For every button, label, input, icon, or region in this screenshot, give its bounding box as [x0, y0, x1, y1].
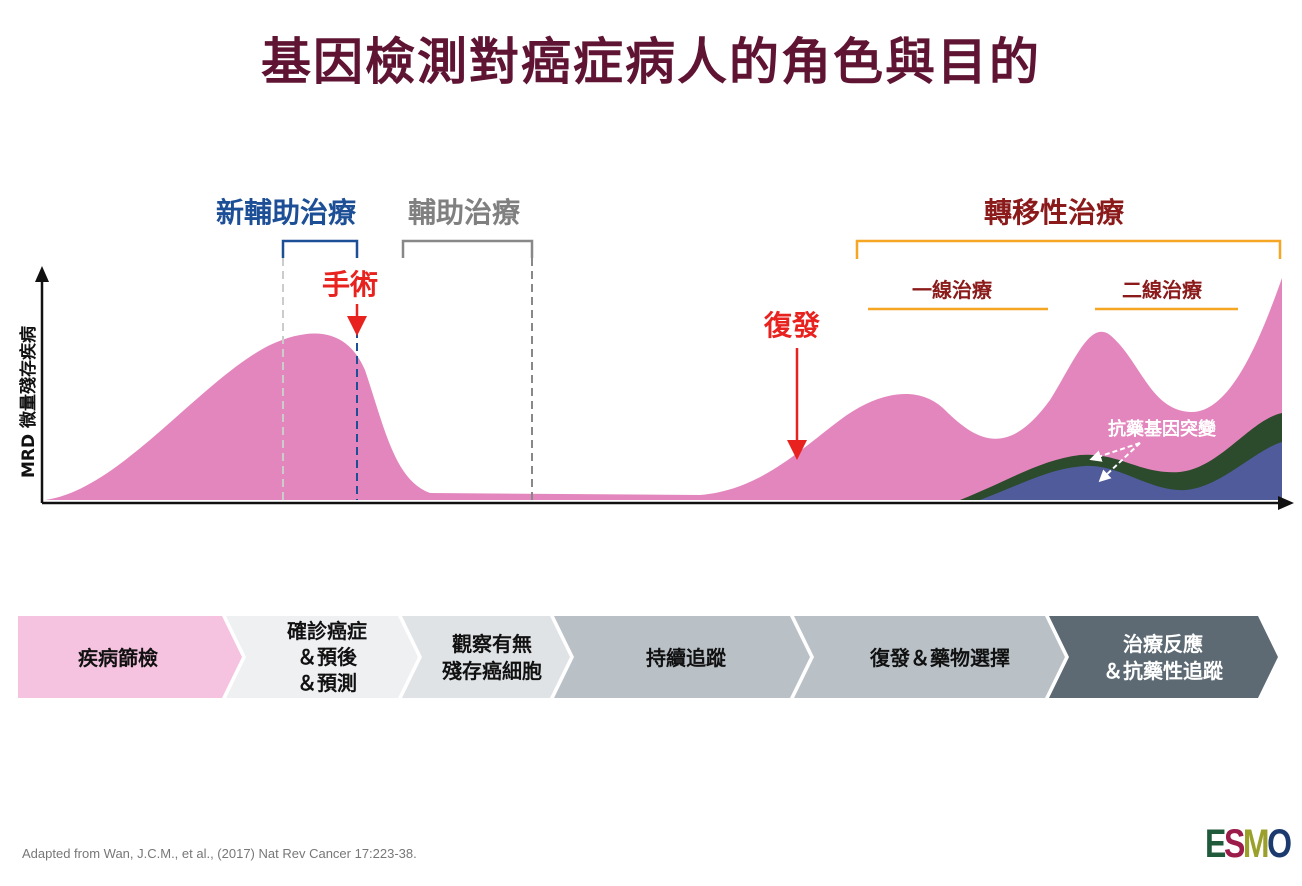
metastatic-bracket: [855, 239, 1282, 259]
timeline-step: [226, 616, 418, 698]
timeline-label: ＆預測: [297, 671, 357, 695]
timeline: 疾病篩檢 確診癌症 ＆預後 ＆預測 觀察有無 殘存癌細胞 持續追蹤 復發＆藥物選…: [18, 616, 1278, 698]
adjuvant-label: 輔助治療: [408, 196, 521, 229]
timeline-step: [18, 616, 242, 698]
surgery-label: 手術: [322, 268, 378, 301]
timeline-step: [554, 616, 810, 698]
metastatic-label: 轉移性治療: [984, 196, 1125, 229]
timeline-label: 治療反應: [1123, 632, 1203, 656]
timeline-step: [402, 616, 570, 698]
second-line-label: 二線治療: [1122, 278, 1202, 302]
adjuvant-bracket: [401, 239, 534, 258]
page-title: 基因檢測對癌症病人的角色與目的: [261, 33, 1041, 91]
first-line-label: 一線治療: [912, 278, 992, 302]
y-axis-arrow-icon: [35, 266, 49, 282]
timeline-label: 殘存癌細胞: [442, 659, 542, 683]
timeline-label: 確診癌症: [287, 619, 367, 643]
y-axis-label: MRD 微量殘存疾病: [18, 326, 39, 478]
esmo-logo: ESMO: [1205, 822, 1292, 866]
timeline-label: ＆預後: [297, 645, 358, 669]
resistance-mutation-label: 抗藥基因突變: [1108, 418, 1217, 440]
relapse-label: 復發: [763, 309, 820, 342]
timeline-step: [794, 616, 1065, 698]
timeline-label: ＆抗藥性追蹤: [1103, 659, 1224, 683]
resistant-clone-area: [980, 442, 1282, 500]
timeline-label: 疾病篩檢: [78, 646, 158, 670]
citation: Adapted from Wan, J.C.M., et al., (2017)…: [22, 846, 417, 861]
x-axis-arrow-icon: [1278, 496, 1294, 510]
resistance-arrow-icon: [1098, 442, 1141, 483]
timeline-label: 復發＆藥物選擇: [869, 646, 1010, 670]
neoadjuvant-label: 新輔助治療: [216, 196, 357, 229]
timeline-step: [1049, 616, 1278, 698]
timeline-label: 觀察有無: [452, 632, 532, 656]
timeline-label: 持續追蹤: [646, 646, 727, 670]
neoadjuvant-bracket: [281, 239, 359, 258]
mrd-curve-area: [45, 278, 1282, 500]
